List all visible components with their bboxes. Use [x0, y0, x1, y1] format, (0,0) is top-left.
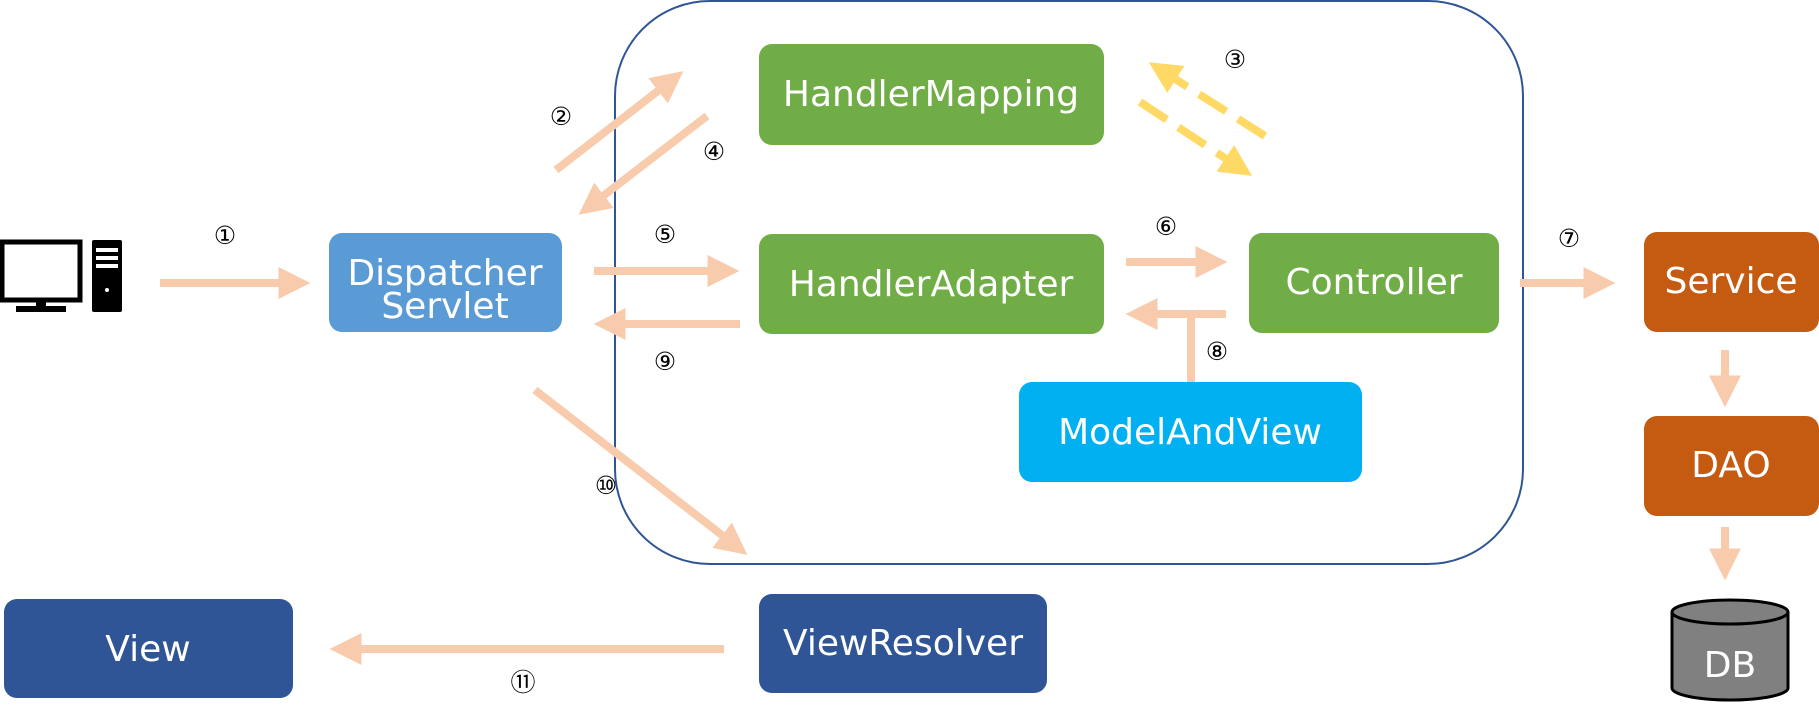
handler-mapping-box: HandlerMapping [759, 44, 1104, 145]
model-and-view-label: ModelAndView [1058, 412, 1322, 453]
step-label-6: ⑥ [1155, 212, 1177, 241]
service-label: Service [1664, 261, 1797, 302]
controller-box: Controller [1249, 233, 1499, 333]
view-resolver-label: ViewResolver [783, 623, 1023, 664]
step-label-5: ⑤ [654, 220, 676, 249]
step-label-2: ② [550, 102, 572, 131]
step-label-7: ⑦ [1558, 224, 1580, 253]
step-label-3: ③ [1224, 45, 1246, 74]
dispatcher-servlet-label-line1: Dispatcher [347, 253, 542, 294]
db-label: DB [1704, 645, 1756, 686]
view-label: View [105, 629, 190, 670]
database-cylinder-icon: DB [1670, 598, 1790, 702]
arrow-step-4 [578, 112, 710, 215]
handler-adapter-label: HandlerAdapter [789, 264, 1074, 305]
dispatcher-servlet-box: Dispatcher Servlet [329, 233, 562, 332]
step-label-8: ⑧ [1206, 337, 1228, 366]
dao-box: DAO [1644, 416, 1819, 516]
step-label-4: ④ [703, 137, 725, 166]
handler-adapter-box: HandlerAdapter [759, 234, 1104, 334]
model-and-view-box: ModelAndView [1019, 382, 1362, 482]
handler-mapping-label: HandlerMapping [783, 74, 1079, 115]
view-resolver-box: ViewResolver [759, 594, 1047, 693]
desktop-computer-icon [0, 239, 122, 312]
step-label-11: ⑪ [510, 668, 535, 697]
dao-label: DAO [1691, 445, 1770, 486]
view-box: View [4, 599, 293, 698]
service-box: Service [1644, 232, 1819, 332]
step-label-10: ⑩ [595, 471, 617, 500]
arrow-step-3-return [1148, 62, 1268, 140]
arrow-step-2 [553, 71, 684, 174]
controller-label: Controller [1285, 262, 1462, 303]
step-label-1: ① [214, 221, 236, 250]
dispatcher-servlet-label-line2: Servlet [381, 286, 508, 327]
arrow-step-10 [532, 386, 748, 555]
step-label-9: ⑨ [654, 347, 676, 376]
arrow-step-3-call [1137, 98, 1253, 176]
